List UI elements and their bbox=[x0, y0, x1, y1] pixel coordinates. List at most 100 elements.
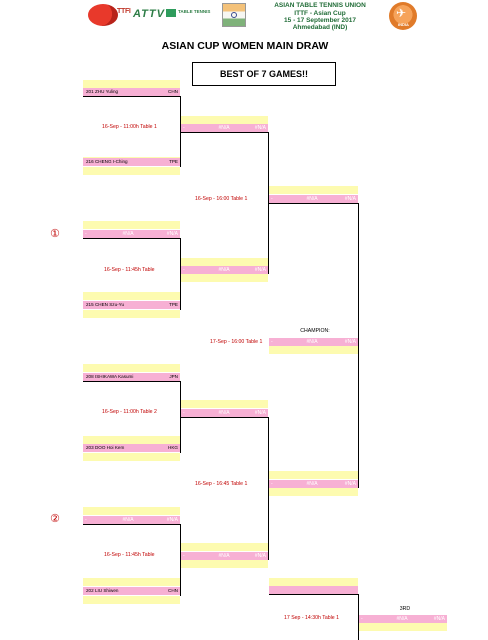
match-schedule: 16-Sep - 16:45 Table 1 bbox=[195, 481, 248, 487]
na-value: #N/A bbox=[396, 616, 408, 622]
na-assoc: #N/A bbox=[344, 196, 356, 202]
na-value: #N/A bbox=[218, 410, 230, 416]
bracket-line bbox=[358, 594, 359, 640]
bye-dash: - bbox=[183, 553, 185, 559]
match-schedule: 16-Sep - 11:45h Table bbox=[104, 552, 155, 558]
bye-dash: - bbox=[271, 339, 273, 345]
r2-entry: - #N/A #N/A bbox=[181, 552, 268, 560]
na-value: #N/A bbox=[218, 553, 230, 559]
r1-spacer bbox=[83, 507, 180, 515]
sf-spacer bbox=[269, 186, 358, 194]
bracket-line bbox=[83, 381, 180, 382]
r1-entry: 203 DOO Hoi Kem HKG bbox=[83, 444, 180, 452]
org-name: ASIAN TABLE TENNIS UNION bbox=[274, 2, 366, 9]
india-flag-icon bbox=[222, 3, 246, 27]
r2-spacer bbox=[181, 543, 268, 551]
r1-entry: - #N/A #N/A bbox=[83, 230, 180, 238]
sf-spacer bbox=[269, 488, 358, 496]
player-name: 208 ISHIKAWA Kasumi bbox=[86, 374, 134, 379]
r1-entry: 216 CHENG I-Ching TPE bbox=[83, 158, 180, 166]
r1-spacer bbox=[83, 453, 180, 461]
champion-label: CHAMPION: bbox=[300, 328, 330, 334]
r2-entry: - #N/A #N/A bbox=[181, 266, 268, 274]
event-venue: Ahmedabad (IND) bbox=[292, 24, 348, 31]
r1-entry: - #N/A #N/A bbox=[83, 516, 180, 524]
player-name: 215 CHEN Szu-Yu bbox=[86, 302, 125, 307]
match-schedule: 16-Sep - 16:00 Table 1 bbox=[195, 196, 248, 202]
ttfi-logo bbox=[88, 4, 118, 26]
sf-entry: - #N/A #N/A bbox=[269, 195, 358, 203]
bye-dash: - bbox=[85, 231, 87, 237]
bracket-line bbox=[268, 417, 269, 560]
bracket-line bbox=[269, 203, 358, 204]
player-assoc: #N/A bbox=[166, 231, 178, 237]
third-place-entry: - #N/A #N/A bbox=[359, 615, 447, 623]
bracket-line bbox=[83, 524, 180, 525]
group-marker-1: ① bbox=[50, 228, 60, 240]
na-value: #N/A bbox=[122, 517, 134, 523]
player-assoc: TPE bbox=[169, 302, 178, 307]
r1-spacer bbox=[83, 80, 180, 88]
bracket-line bbox=[180, 524, 181, 596]
r2-entry: - #N/A #N/A bbox=[181, 409, 268, 417]
bye-dash: - bbox=[183, 267, 185, 273]
bye-dash: - bbox=[271, 481, 273, 487]
r2-spacer bbox=[181, 258, 268, 266]
bye-dash: - bbox=[183, 410, 185, 416]
bye-dash: - bbox=[183, 125, 185, 131]
na-assoc: #N/A bbox=[433, 616, 445, 622]
bracket-line bbox=[83, 96, 180, 97]
page-title: ASIAN CUP WOMEN MAIN DRAW bbox=[161, 40, 329, 52]
bracket-line bbox=[180, 381, 181, 453]
r2-spacer bbox=[181, 116, 268, 124]
na-value: #N/A bbox=[218, 125, 230, 131]
third-spacer bbox=[269, 578, 358, 586]
group-marker-2: ② bbox=[50, 513, 60, 525]
bracket-line bbox=[268, 132, 269, 274]
na-value: #N/A bbox=[306, 481, 318, 487]
federation-logo-text: INDIA bbox=[398, 22, 409, 27]
table-tennis-logo-text: TABLE TENNIS bbox=[178, 9, 211, 14]
bye-dash: - bbox=[271, 196, 273, 202]
tt-federation-logo bbox=[389, 2, 417, 30]
r1-entry: 201 ZHU Yuling CHN bbox=[83, 88, 180, 96]
player-name: 216 CHENG I-Ching bbox=[86, 159, 128, 164]
r2-entry: - #N/A #N/A bbox=[181, 124, 268, 132]
r1-spacer bbox=[83, 578, 180, 586]
final-schedule: 17-Sep - 16:00 Table 1 bbox=[210, 339, 263, 345]
third-place-schedule: 17 Sep - 14:30h Table 1 bbox=[284, 615, 339, 621]
best-of-notice: BEST OF 7 GAMES!! bbox=[192, 62, 336, 86]
bracket-line bbox=[181, 132, 268, 133]
sf-entry: - #N/A #N/A bbox=[269, 480, 358, 488]
flag-chakra-icon bbox=[231, 12, 237, 18]
player-assoc: TPE bbox=[169, 159, 178, 164]
player-assoc: CHN bbox=[168, 588, 178, 593]
na-value: #N/A bbox=[122, 231, 134, 237]
r1-entry: 202 LIU Shiwen CHN bbox=[83, 587, 180, 595]
bracket-line bbox=[180, 96, 181, 167]
r2-spacer bbox=[181, 274, 268, 282]
attv-logo: ATTV bbox=[133, 8, 165, 20]
bracket-line bbox=[358, 203, 359, 488]
player-name: 201 ZHU Yuling bbox=[86, 89, 119, 94]
na-assoc: #N/A bbox=[254, 553, 266, 559]
na-value: #N/A bbox=[218, 267, 230, 273]
na-value: #N/A bbox=[306, 339, 318, 345]
player-assoc: #N/A bbox=[166, 517, 178, 523]
match-schedule: 16-Sep - 11:00h Table 1 bbox=[102, 124, 157, 130]
third-place-label: 3RD bbox=[399, 606, 411, 612]
match-schedule: 16-Sep - 11:45h Table bbox=[104, 267, 155, 273]
na-value: #N/A bbox=[306, 196, 318, 202]
ttfi-logo-text: TTFI bbox=[117, 8, 131, 15]
r2-spacer bbox=[181, 400, 268, 408]
champion-spacer bbox=[269, 346, 358, 354]
r1-spacer bbox=[83, 596, 180, 604]
r1-spacer bbox=[83, 364, 180, 372]
table-tennis-logo-icon bbox=[166, 9, 176, 17]
player-name: 203 DOO Hoi Kem bbox=[86, 445, 125, 450]
na-assoc: #N/A bbox=[254, 267, 266, 273]
r1-entry: 208 ISHIKAWA Kasumi JPN bbox=[83, 373, 180, 381]
event-dates: 15 - 17 September 2017 bbox=[284, 17, 356, 24]
match-schedule: 16-Sep - 11:00h Table 2 bbox=[102, 409, 157, 415]
paddle-icon: ✈ bbox=[396, 6, 407, 20]
